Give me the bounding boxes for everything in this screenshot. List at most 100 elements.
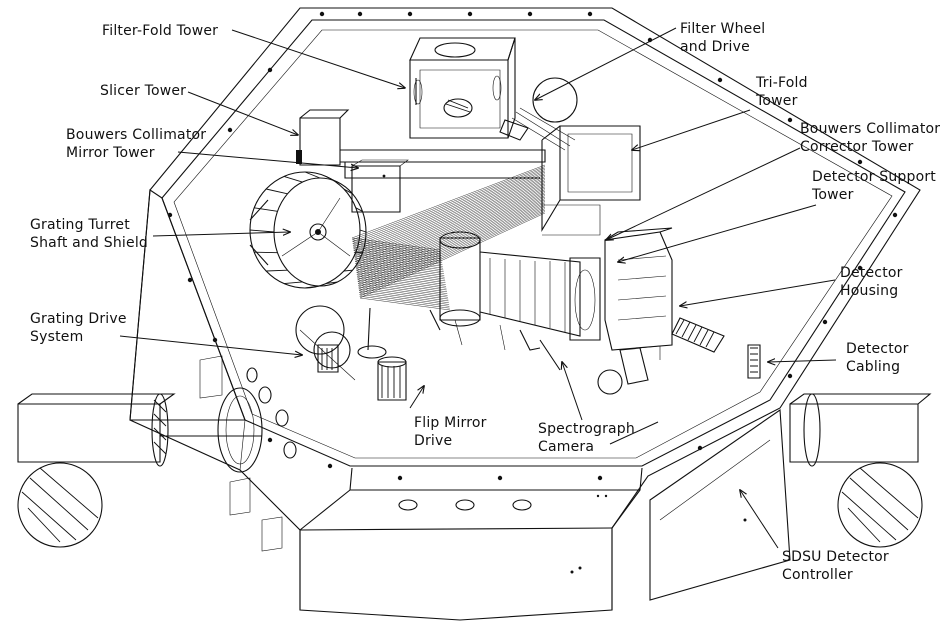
label-filter-wheel-line1: Filter Wheel <box>680 21 766 37</box>
turret-hatch-line <box>249 229 275 233</box>
light-ray <box>356 193 546 287</box>
light-ray <box>353 173 546 262</box>
label-slicer-tower-line1: Slicer Tower <box>100 83 187 99</box>
light-ray <box>358 204 546 300</box>
label-detector-housing-line2: Housing <box>840 283 899 299</box>
label-bouwers-collimator-corrector-tower: Bouwers Collimator Corrector Tower <box>800 120 940 156</box>
label-slicer-tower: Slicer Tower <box>100 82 186 100</box>
light-ray <box>357 201 546 296</box>
light-ray <box>354 177 546 267</box>
label-bcc-line2: Corrector Tower <box>800 139 914 155</box>
turret-hatch-line <box>283 281 303 285</box>
light-ray <box>359 212 546 311</box>
filter-fold-tower-shape <box>409 37 516 139</box>
spectrograph-camera-shape <box>429 231 601 371</box>
light-ray <box>357 199 546 294</box>
label-sdsu-line2: Controller <box>782 567 853 583</box>
label-bcm-line2: Mirror Tower <box>66 145 155 161</box>
light-ray-bundle <box>351 164 546 311</box>
label-detector-support-tower: Detector Support Tower <box>812 168 936 204</box>
label-bcc-line1: Bouwers Collimator <box>800 121 941 137</box>
turret-hatch-line <box>283 175 303 183</box>
tri-fold-tower-shape <box>541 125 641 236</box>
left-mount-pod <box>17 393 176 548</box>
label-flip-mirror-drive: Flip Mirror Drive <box>414 414 487 450</box>
label-spectrograph-camera: Spectrograph Camera <box>538 420 635 456</box>
light-ray <box>357 198 546 293</box>
label-filter-wheel-line2: and Drive <box>680 39 750 55</box>
light-ray <box>355 183 546 274</box>
label-spectrograph-camera-line2: Camera <box>538 439 595 455</box>
light-ray <box>357 195 546 289</box>
turret-hatch-line <box>343 188 353 195</box>
sdsu-controller-box <box>649 408 791 601</box>
label-filter-wheel-and-drive: Filter Wheel and Drive <box>680 20 765 56</box>
light-ray <box>358 202 546 298</box>
label-sdsu-detector-controller: SDSU Detector Controller <box>782 548 889 584</box>
label-filter-fold-tower-line1: Filter-Fold Tower <box>102 23 219 39</box>
turret-hatch-line <box>266 188 288 195</box>
turret-hatch-line <box>254 207 278 212</box>
label-grating-turret: Grating Turret Shaft and Shield <box>30 216 148 252</box>
label-detector-housing: Detector Housing <box>840 264 903 300</box>
label-detector-support-line2: Tower <box>812 187 854 203</box>
turret-hatch-line <box>254 251 278 254</box>
rim-bolts <box>167 11 898 481</box>
light-ray <box>359 209 546 307</box>
label-bouwers-collimator-mirror-tower: Bouwers Collimator Mirror Tower <box>66 126 206 162</box>
label-sdsu-line1: SDSU Detector <box>782 549 889 565</box>
callout-arrows <box>119 27 837 549</box>
light-ray <box>359 211 546 309</box>
label-detector-cabling-line2: Cabling <box>846 359 901 375</box>
label-tri-fold-line2: Tower <box>756 93 798 109</box>
light-ray <box>356 189 546 282</box>
label-grating-turret-line1: Grating Turret <box>30 217 130 233</box>
light-ray <box>352 166 546 253</box>
turret-hatch-line <box>355 207 363 212</box>
turret-hatch-line <box>359 229 367 233</box>
label-grating-drive-line1: Grating Drive <box>30 311 127 327</box>
label-filter-fold-tower: Filter-Fold Tower <box>102 22 218 40</box>
label-detector-housing-line1: Detector <box>840 265 903 281</box>
light-ray <box>359 208 546 305</box>
light-ray <box>353 176 546 265</box>
flip-mirror-drive-shape <box>357 307 407 401</box>
light-ray <box>358 206 546 303</box>
left-panel-cutouts <box>199 355 297 552</box>
turret-hatch-line <box>266 269 288 272</box>
filter-wheel-shape <box>499 77 578 151</box>
light-ray <box>355 185 546 276</box>
light-ray <box>354 182 546 273</box>
turret-hatch-line <box>355 251 363 254</box>
light-ray <box>356 190 546 283</box>
detector-cable-shape <box>671 317 761 379</box>
light-ray <box>355 188 546 280</box>
label-flip-mirror-line2: Drive <box>414 433 453 449</box>
light-ray <box>353 174 546 263</box>
label-flip-mirror-line1: Flip Mirror <box>414 415 487 431</box>
label-grating-turret-line2: Shaft and Shield <box>30 235 148 251</box>
label-bcm-line1: Bouwers Collimator <box>66 127 207 143</box>
housing-outline <box>129 7 921 621</box>
light-ray <box>354 180 546 271</box>
collimator-mirror-block <box>351 159 409 213</box>
right-mount-pod <box>789 393 932 548</box>
label-spectrograph-camera-line1: Spectrograph <box>538 421 635 437</box>
turret-hatch-line <box>343 269 353 272</box>
label-detector-support-line1: Detector Support <box>812 169 936 185</box>
detector-housing-shape <box>597 227 673 395</box>
light-ray <box>355 186 546 278</box>
turret-hatch-line <box>304 171 321 179</box>
turret-hatch-line <box>325 175 338 183</box>
label-grating-drive-line2: System <box>30 329 84 345</box>
turret-hatch-line <box>304 285 321 289</box>
grating-turret-shape <box>249 171 367 289</box>
turret-hatch-line <box>325 281 338 285</box>
grating-drive-shape <box>295 305 356 381</box>
label-tri-fold-tower: Tri-Fold Tower <box>756 74 808 110</box>
front-panel-holes <box>398 494 608 574</box>
label-grating-drive-system: Grating Drive System <box>30 310 127 346</box>
label-detector-cabling-line1: Detector <box>846 341 909 357</box>
